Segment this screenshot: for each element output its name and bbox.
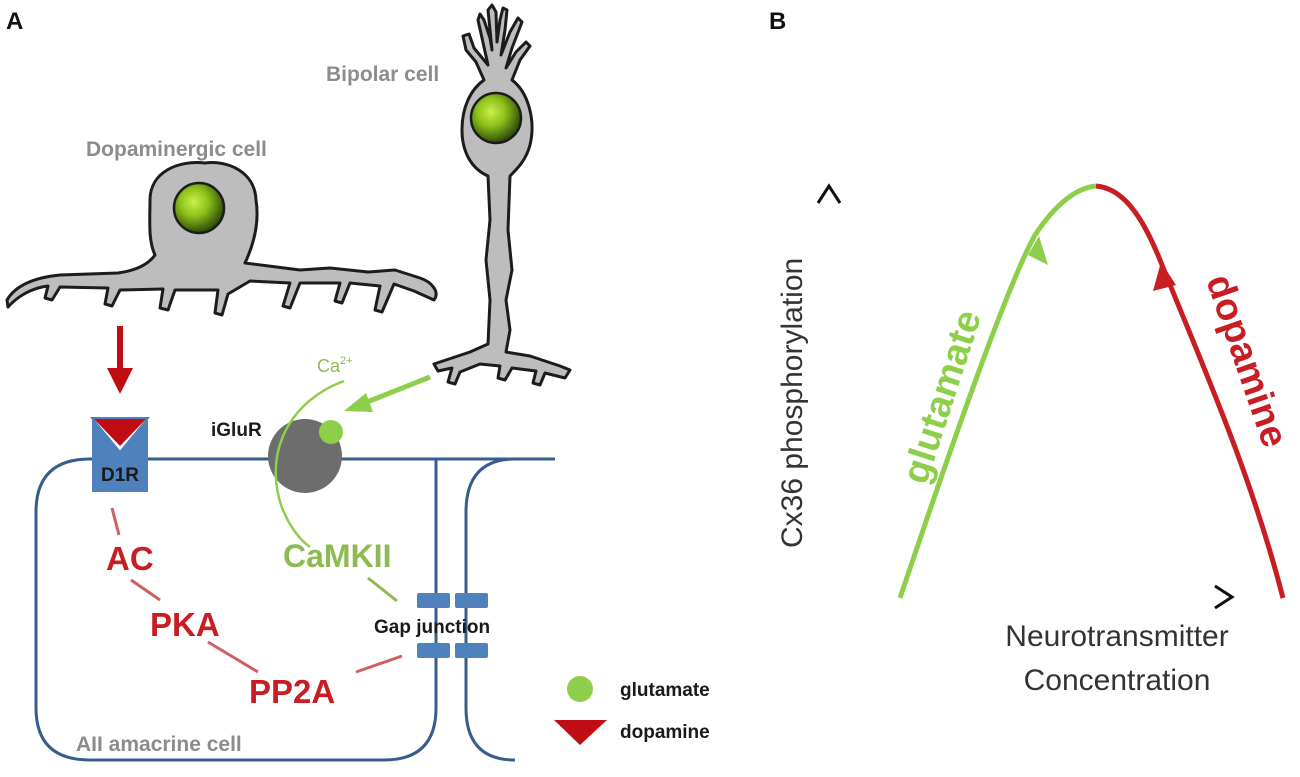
- amacrine-cell-label: AII amacrine cell: [76, 733, 242, 756]
- d1-receptor-notch-outline: [89, 417, 151, 454]
- x-axis-arrow: [1012, 584, 1235, 610]
- calcium-influx-path: [274, 379, 345, 549]
- dopamine-curve-label: dopamine: [1197, 269, 1295, 452]
- panel-a: A Dopaminergic cell Bipolar cell: [5, 3, 710, 762]
- glutamate-curve: [897, 183, 1097, 599]
- dopamine-legend-icon: [554, 720, 607, 745]
- pp2a-label: PP2A: [249, 673, 335, 710]
- glutamate-curve-label: glutamate: [895, 305, 990, 489]
- bipolar-cell-nucleus: [469, 91, 523, 145]
- panel-b: B Cx36 phosphorylation Neurotransmitter …: [769, 8, 1296, 697]
- glutamate-legend-label: glutamate: [620, 680, 710, 701]
- glutamate-bound-icon: [319, 420, 343, 444]
- dopamine-release-arrow: [107, 326, 133, 394]
- iglur-receptor: iGluR: [211, 419, 343, 493]
- amacrine-cell-membrane: [34, 457, 555, 762]
- glutamate-legend-icon: [567, 676, 593, 702]
- iglur-label: iGluR: [211, 420, 262, 441]
- neighbor-cell-membrane: [464, 457, 555, 762]
- x-axis-label-line1: Neurotransmitter: [1005, 620, 1228, 653]
- dopamine-legend-label: dopamine: [620, 722, 710, 743]
- x-axis-label-line2: Concentration: [1024, 664, 1211, 697]
- dopamine-bound-icon: [94, 419, 146, 446]
- panel-b-letter: B: [769, 8, 786, 35]
- gap-junction: Gap junction: [374, 593, 490, 658]
- dopaminergic-cell-label: Dopaminergic cell: [86, 138, 267, 161]
- legend: glutamate dopamine: [554, 676, 710, 745]
- camkii-label: CaMKII: [283, 538, 391, 574]
- pka-label: PKA: [150, 606, 220, 643]
- glutamate-release-arrow: [344, 374, 431, 412]
- calcium-label: Ca2+: [317, 355, 353, 376]
- gap-junction-label: Gap junction: [374, 617, 490, 638]
- bipolar-cell-body: [432, 3, 572, 387]
- dopamine-signaling-pathway: AC PKA PP2A: [106, 507, 403, 710]
- dopaminergic-cell-nucleus: [172, 181, 226, 235]
- dopamine-curve: [1095, 183, 1286, 599]
- y-axis-label: Cx36 phosphorylation: [776, 258, 809, 548]
- y-axis-arrow: [816, 183, 842, 552]
- dopaminergic-cell-body: [5, 161, 438, 317]
- d1-receptor-label: D1R: [101, 465, 139, 486]
- bipolar-cell-label: Bipolar cell: [326, 63, 439, 86]
- dopaminergic-cell: Dopaminergic cell: [5, 138, 438, 317]
- glutamate-curve-arrowhead: [1028, 236, 1048, 265]
- ac-label: AC: [106, 540, 154, 577]
- panel-a-letter: A: [6, 8, 23, 35]
- dopamine-curve-arrowhead: [1153, 262, 1176, 291]
- glutamate-signaling-pathway: CaMKII: [283, 538, 398, 603]
- d1-receptor: D1R: [89, 417, 151, 492]
- bipolar-cell: Bipolar cell: [326, 3, 572, 387]
